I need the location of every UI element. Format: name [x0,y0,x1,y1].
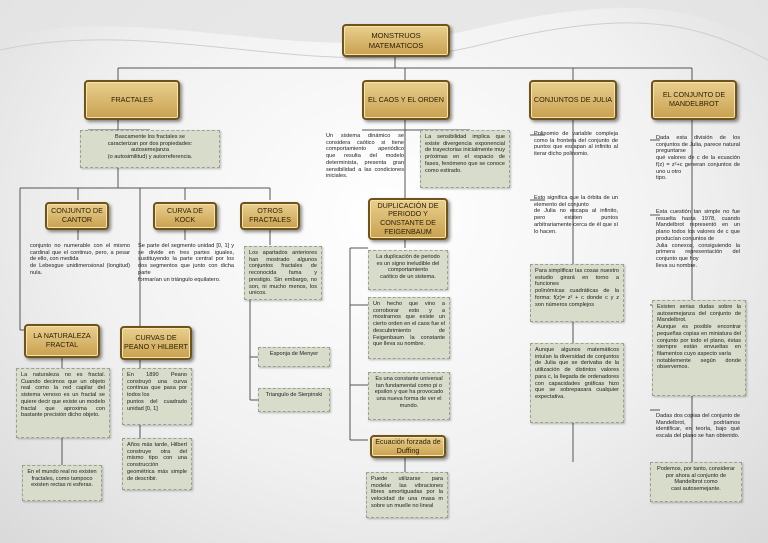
node-monstruos-matematicos[interactable]: MONSTRUOS MATEMATICOS [342,24,450,57]
node-conjuntos-julia[interactable]: CONJUNTOS DE JULIA [529,80,617,120]
node-conjunto-cantor[interactable]: CONJUNTO DE CANTOR [45,202,109,230]
note-mandelbrot-5: Podemos, por tanto, considerar por ahora… [650,462,742,502]
note-naturaleza-real: En el mundo real no existen fractales, c… [22,465,102,501]
connector-fractales-bus [19,120,271,330]
note-julia-2: Esto significa que la órbita de un eleme… [534,195,618,235]
note-cantor: conjunto no numerable con el mismo cardi… [30,243,130,276]
note-feigenbaum-3: Es una constante universal tan fundament… [368,372,450,420]
note-julia-3: Para simplificar las cosas nuestro estud… [530,264,624,322]
note-naturaleza: La naturaleza no es fractal. Cuando deci… [16,368,110,438]
note-mandelbrot-1: Dada esta división de los conjuntos de J… [656,135,740,182]
note-caos-definicion: Un sistema dinámico se considera caótico… [326,133,404,180]
note-triangulo-sierpinski[interactable]: Triangulo de Sierpinski [258,388,330,412]
node-caos-orden[interactable]: EL CAOS Y EL ORDEN [362,80,450,120]
decorative-wave-top [0,0,768,45]
note-peano-1: En 1890 Peano construyó una curva contin… [122,368,192,425]
note-feigenbaum-2: Un hecho que vino a corroborar esto y a … [368,297,450,359]
node-naturaleza-fractal[interactable]: LA NATURALEZA FRACTAL [24,324,100,358]
node-fractales[interactable]: FRACTALES [84,80,180,120]
note-julia-1: Polinomio de variable compleja como la f… [534,131,618,158]
note-mandelbrot-4: Dadas dos copias del conjunto de Mandelb… [656,413,740,440]
note-esponja-menger[interactable]: Esponja de Menyer [258,347,330,367]
note-caos-sensibilidad: La sensibilidad implica que existe diver… [420,130,510,188]
node-otros-fractales[interactable]: OTROS FRACTALES [240,202,300,230]
node-curvas-peano-hilbert[interactable]: CURVAS DE PEANO Y HILBERT [120,326,192,360]
note-duffing: Puede utilizarse para modelar las vibrac… [366,472,448,518]
note-otros: Los apartados anteriores han mostrado al… [244,246,322,300]
note-feigenbaum-1: La duplicación de periodo es un signo in… [368,250,448,290]
node-conjunto-mandelbrot[interactable]: EL CONJUNTO DE MANDELBROT [651,80,737,120]
note-peano-2: Años más tarde, Hilbert construye otra d… [122,438,192,490]
note-koch: Se parte del segmento unidad [0, 1] y se… [138,243,234,283]
note-mandelbrot-2: Esta cuestión tan simple no fue resuelta… [656,209,740,269]
node-ecuacion-duffing[interactable]: Ecuación forzada de Duffing [370,435,446,458]
note-julia-4: Aunque algunos matemáticos intuían la di… [530,343,624,423]
note-fractales-definicion: Bascamente los fractales se caracterizan… [80,130,220,168]
connector-otros [249,230,271,401]
node-duplicacion-feigenbaum[interactable]: DUPLICACIÓN DE PERIODO Y CONSTANTE DE FE… [368,198,448,240]
node-curva-koch[interactable]: CURVA DE KOCK [153,202,217,230]
note-mandelbrot-3: Existen serias dudas sobre la autosemeja… [652,300,746,396]
connector-feigenbaum [349,240,406,441]
connector-root-bus [117,57,693,80]
